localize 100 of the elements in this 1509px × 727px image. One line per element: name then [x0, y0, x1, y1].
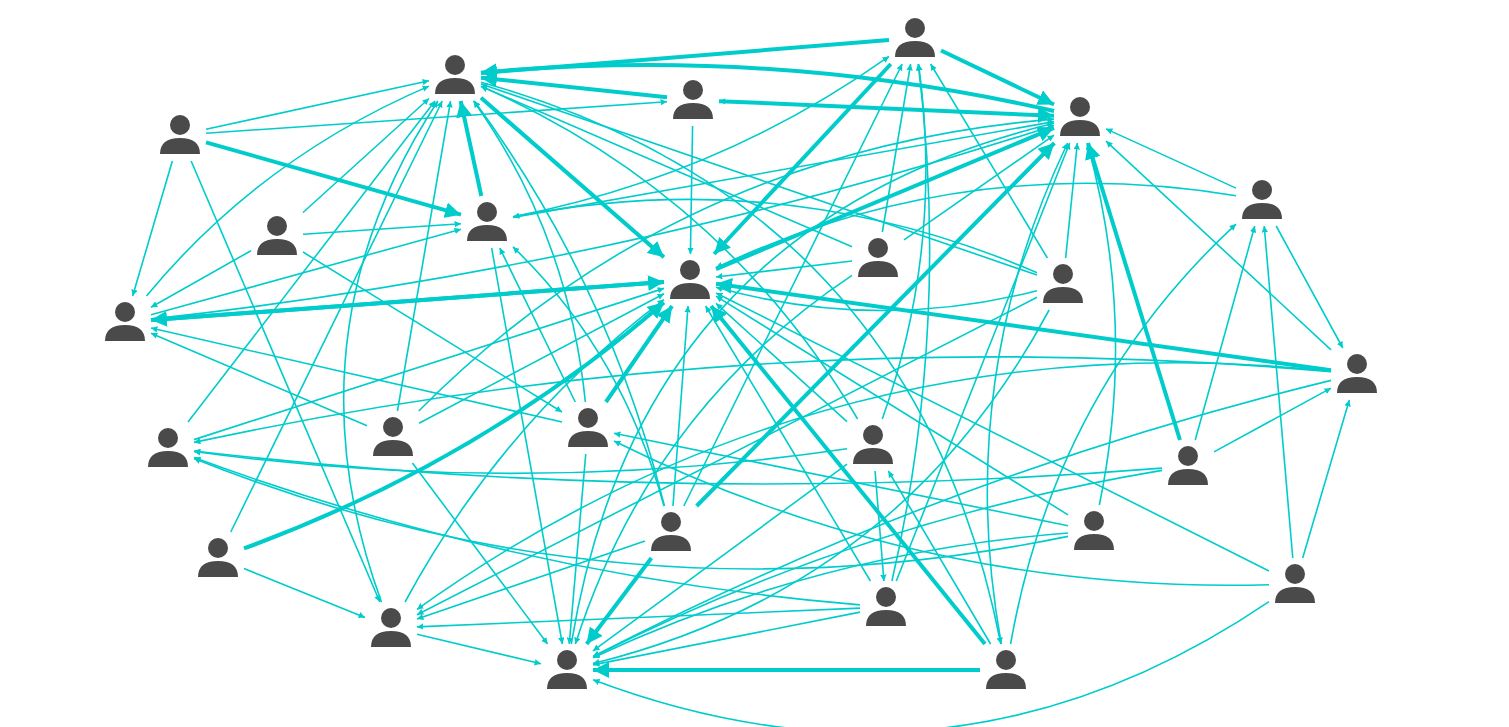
arrow [150, 332, 368, 427]
arrow [712, 62, 893, 256]
arrow [715, 285, 1038, 312]
arrow [193, 457, 1069, 570]
arrow [343, 100, 439, 603]
arrow [302, 97, 430, 214]
arrow [456, 100, 484, 197]
arrow [695, 141, 1056, 508]
arrow [715, 292, 1270, 572]
arrow [1301, 399, 1351, 559]
arrow [131, 160, 174, 297]
arrow [512, 119, 1055, 219]
arrow [229, 100, 444, 533]
arrow [613, 440, 1270, 586]
arrow [895, 142, 1071, 582]
arrow [480, 81, 1003, 645]
arrow [592, 463, 848, 652]
arrow [512, 198, 1038, 274]
arrow [145, 85, 430, 297]
arrow [585, 556, 653, 646]
arrow [416, 633, 542, 666]
arrow [903, 134, 1055, 241]
arrow [1105, 140, 1332, 351]
arrow [205, 78, 430, 131]
arrow [243, 300, 666, 551]
arrow [887, 470, 992, 645]
arrow [404, 298, 665, 603]
arrow [193, 448, 848, 475]
arrow [709, 304, 987, 646]
arrow [480, 71, 668, 100]
arrow [473, 100, 666, 507]
arrow [1105, 128, 1237, 189]
arrow [881, 63, 913, 233]
arrow [1261, 225, 1294, 559]
arrow [480, 83, 1038, 276]
arrow [187, 100, 436, 423]
arrow [1213, 387, 1332, 453]
arrow [193, 356, 1332, 445]
arrow [205, 140, 462, 218]
arrow [480, 63, 1055, 113]
arrow [417, 116, 1055, 412]
arrow [1009, 223, 1237, 645]
arrow [672, 305, 691, 507]
arrow [205, 99, 668, 135]
arrow [592, 379, 1332, 658]
arrow [498, 247, 577, 403]
arrow [715, 182, 1237, 269]
arrow [604, 304, 674, 404]
arrow [472, 100, 587, 403]
arrow [193, 287, 665, 441]
arrow [592, 600, 1270, 727]
arrow [479, 96, 666, 259]
arrow [574, 274, 853, 645]
arrow [570, 121, 1055, 645]
arrow [715, 295, 1069, 516]
arrow [704, 305, 872, 582]
arrow [193, 456, 861, 606]
arrow [150, 227, 462, 316]
arrow [592, 532, 1069, 659]
arrow [566, 453, 587, 645]
arrow [416, 296, 1038, 616]
arrow [592, 611, 861, 667]
arrow [411, 462, 549, 645]
arrow [613, 431, 1069, 527]
arrow [302, 220, 462, 236]
arrow [480, 85, 859, 420]
arrow [1085, 142, 1117, 506]
arrow [929, 63, 1049, 259]
arrow [150, 249, 252, 309]
arrow [416, 540, 646, 621]
arrow [718, 99, 1055, 124]
arrow [396, 100, 453, 412]
arrow [986, 142, 1069, 645]
arrow [512, 246, 665, 507]
arrow [592, 309, 1050, 665]
arrow [302, 251, 563, 413]
arrow [1085, 142, 1182, 441]
arrow [593, 662, 980, 678]
arrow [683, 63, 903, 507]
arrow [190, 160, 381, 603]
arrow [687, 125, 694, 255]
arrow [1064, 142, 1080, 259]
arrow [193, 448, 1163, 485]
arrow [416, 607, 861, 630]
arrow [874, 470, 887, 582]
arrow [940, 48, 1055, 107]
arrow [416, 362, 1332, 611]
arrow [150, 326, 563, 423]
arrow [715, 260, 853, 280]
arrow [592, 469, 1163, 658]
arrow [243, 567, 366, 619]
arrow [1194, 225, 1257, 441]
arrow [418, 292, 665, 425]
arrow [715, 126, 1055, 271]
arrow [1275, 225, 1344, 349]
arrow [891, 63, 931, 582]
arrow [881, 63, 927, 420]
arrow [715, 278, 1332, 373]
arrow [715, 302, 848, 423]
arrow [490, 247, 565, 645]
